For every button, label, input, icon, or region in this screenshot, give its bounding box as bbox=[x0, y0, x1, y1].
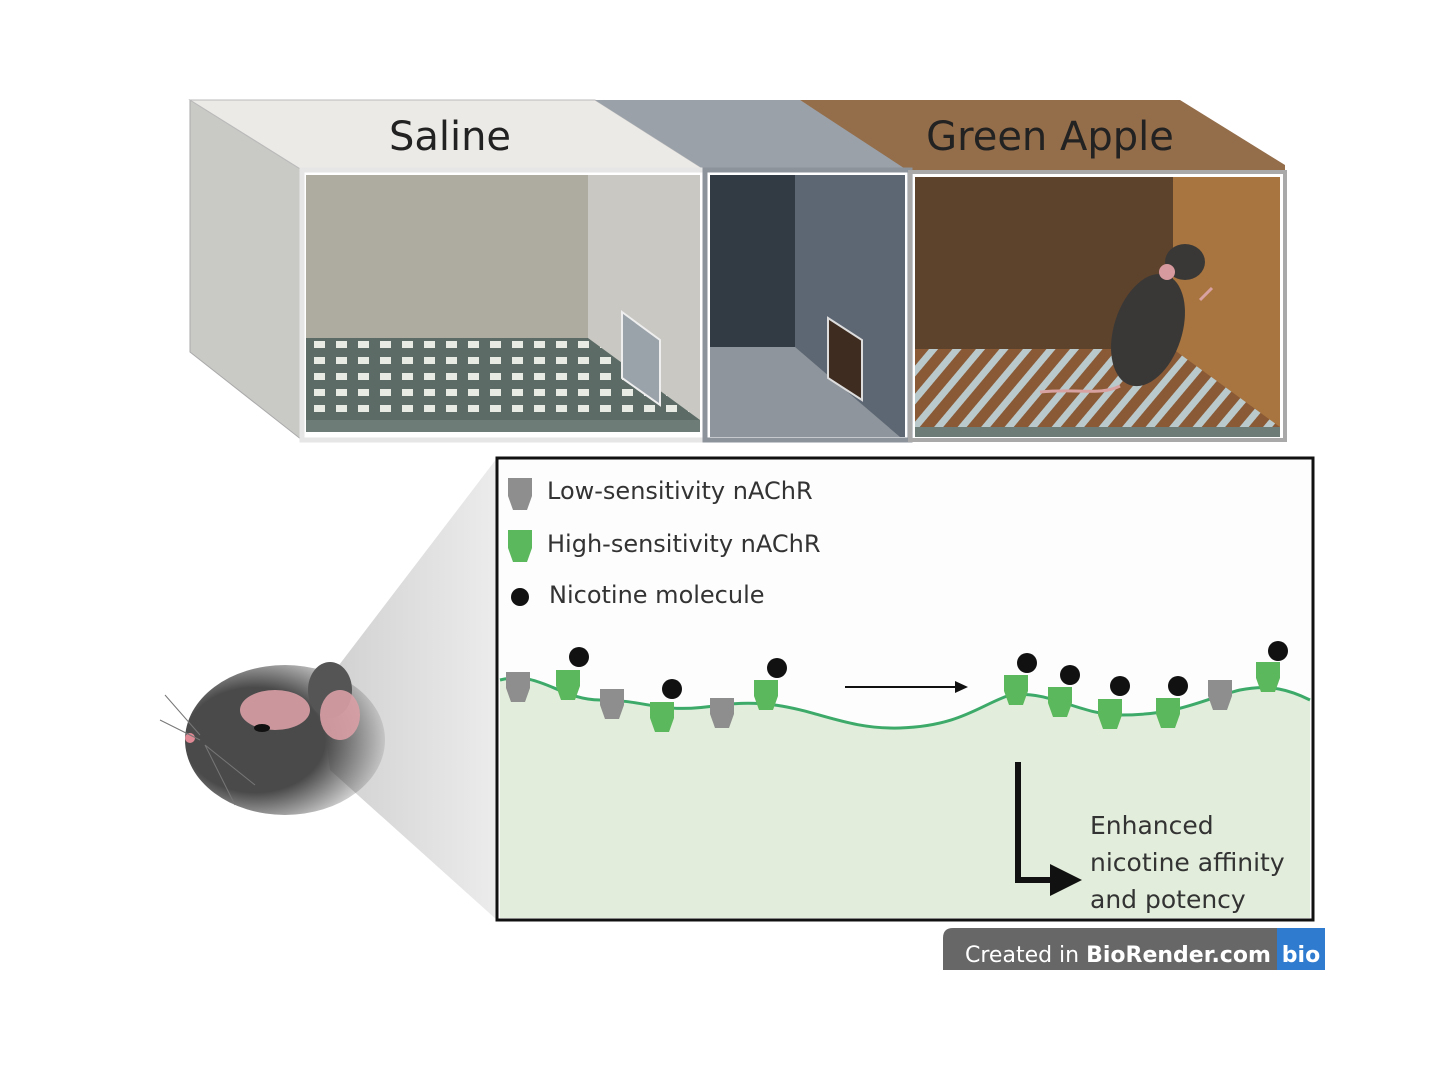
low-sensitivity-receptor-icon bbox=[508, 478, 532, 510]
nicotine-molecule-icon bbox=[1017, 653, 1037, 673]
badge-logo-text: bio bbox=[1282, 943, 1320, 968]
high-sensitivity-receptor-icon bbox=[1156, 698, 1180, 728]
saline-door bbox=[621, 310, 661, 407]
middle-door bbox=[827, 316, 863, 402]
svg-text:Created in BioRender.com: Created in BioRender.com bbox=[965, 943, 1271, 968]
green-apple-frame bbox=[908, 170, 1287, 442]
legend-low: Low-sensitivity nAChR bbox=[547, 477, 813, 505]
badge-brand: BioRender.com bbox=[1086, 943, 1271, 968]
green-apple-label: Green Apple bbox=[926, 114, 1174, 160]
green-apple-floor-rail bbox=[915, 427, 1280, 437]
low-sensitivity-receptor-icon bbox=[600, 689, 624, 719]
nicotine-molecule-icon bbox=[1060, 665, 1080, 685]
green-apple-bar-floor bbox=[915, 349, 1280, 427]
middle-floor bbox=[710, 347, 900, 437]
low-sensitivity-receptor-icon bbox=[710, 698, 734, 728]
place-preference-apparatus: Saline Green Apple bbox=[188, 99, 1287, 443]
high-sensitivity-receptor-icon bbox=[754, 680, 778, 710]
high-sensitivity-receptor-icon bbox=[508, 530, 532, 562]
transition-arrow bbox=[845, 681, 968, 693]
green-apple-roof bbox=[800, 100, 1285, 172]
high-sensitivity-receptor-icon bbox=[1004, 675, 1028, 705]
high-sensitivity-receptor-icon bbox=[556, 670, 580, 700]
nicotine-molecule-icon bbox=[1168, 676, 1188, 696]
nicotine-icon bbox=[511, 588, 529, 606]
mouse-head-icon bbox=[159, 662, 385, 815]
legend: Low-sensitivity nAChR High-sensitivity n… bbox=[508, 477, 821, 609]
nicotine-molecule-icon bbox=[569, 647, 589, 667]
saline-grid-floor bbox=[306, 338, 700, 420]
bent-arrow-icon bbox=[1015, 762, 1082, 896]
low-sensitivity-receptor-icon bbox=[506, 672, 530, 702]
saline-floor-rail bbox=[306, 420, 700, 432]
cell-cytoplasm bbox=[500, 677, 1310, 918]
saline-label: Saline bbox=[389, 114, 511, 160]
low-sensitivity-receptor-icon bbox=[1208, 680, 1232, 710]
biorender-logo bbox=[1277, 928, 1325, 970]
receptor-panel: Low-sensitivity nAChR High-sensitivity n… bbox=[495, 456, 1315, 922]
nicotine-molecule-icon bbox=[662, 679, 682, 699]
badge-prefix: Created in bbox=[965, 943, 1086, 968]
high-sensitivity-receptor-icon bbox=[1098, 699, 1122, 729]
middle-back-dark bbox=[710, 175, 795, 347]
nicotine-molecule-icon bbox=[767, 658, 787, 678]
high-sensitivity-receptor-icon bbox=[1256, 662, 1280, 692]
high-sensitivity-receptor-icon bbox=[1048, 687, 1072, 717]
nicotine-molecule-icon bbox=[1268, 641, 1288, 661]
middle-roof bbox=[595, 100, 910, 170]
legend-nicotine: Nicotine molecule bbox=[549, 581, 765, 609]
high-sensitivity-receptor-icon bbox=[650, 702, 674, 732]
outcome-line-3: and potency bbox=[1090, 885, 1246, 914]
legend-high: High-sensitivity nAChR bbox=[547, 530, 821, 558]
nicotine-molecule-icon bbox=[1110, 676, 1130, 696]
standing-mouse-icon bbox=[1039, 244, 1214, 394]
saline-back-wall bbox=[306, 175, 588, 340]
zoom-cone bbox=[320, 458, 497, 920]
outcome-line-1: Enhanced bbox=[1090, 811, 1214, 840]
outcome-line-2: nicotine affinity bbox=[1090, 848, 1285, 877]
biorender-badge[interactable]: Created in BioRender.com bio bbox=[943, 928, 1325, 970]
